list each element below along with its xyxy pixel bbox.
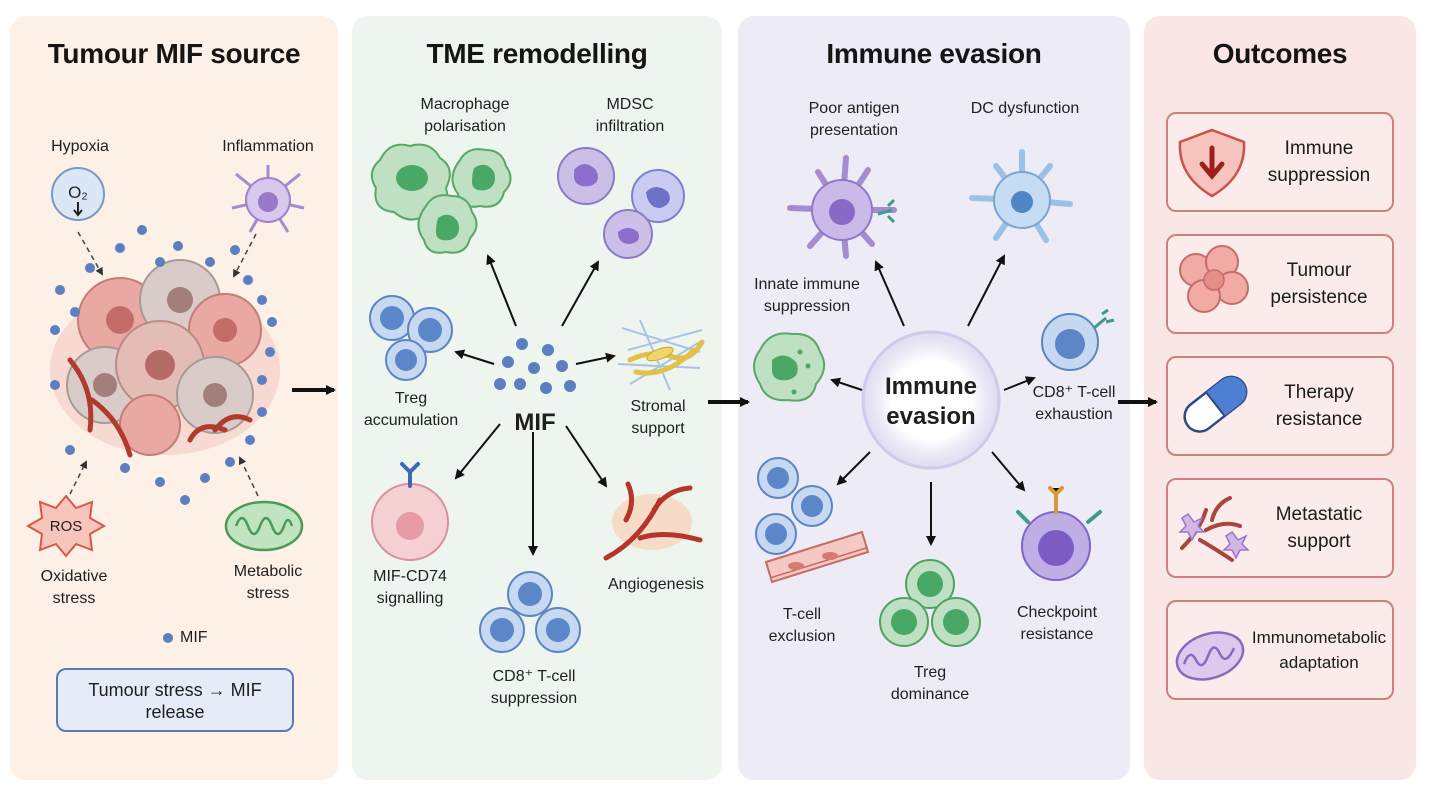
cd8-exhausted-tcell-icon	[1041, 308, 1115, 371]
label-cd8-suppression: CD8⁺ T-cell suppression	[490, 668, 578, 707]
label-angiogenesis: Angiogenesis	[607, 576, 705, 593]
label-poor-antigen-presentation: Poor antigen presentation	[808, 100, 900, 139]
mif-dots	[50, 225, 277, 505]
label-innate-immune-suppression: Innate immune suppression	[754, 276, 860, 315]
o2-icon: O₂	[51, 167, 105, 221]
label-metabolic-stress: Metabolic stress	[233, 563, 303, 602]
evasion-arrows	[830, 254, 1036, 546]
label-inflammation: Inflammation	[222, 138, 314, 155]
label-immune-evasion-center: Immune evasion	[884, 373, 977, 430]
outcome-therapy-resistance: Therapy resistance	[1166, 356, 1394, 456]
cd8-tcells-icon	[479, 571, 581, 653]
outcome-label: Immune suppression	[1267, 138, 1371, 186]
label-hypoxia: Hypoxia	[51, 138, 109, 155]
angiogenesis-vessels-icon	[603, 481, 703, 561]
outcome-immune-suppression: Immune suppression	[1166, 112, 1394, 212]
stress-arrows	[69, 231, 259, 497]
tumour-mass-icon	[50, 259, 280, 458]
label-checkpoint-resistance: Checkpoint resistance	[1016, 604, 1098, 643]
immune-evasion-hub	[861, 330, 1001, 470]
label-ros: ROS	[49, 518, 83, 535]
checkpoint-cell-icon	[1016, 486, 1102, 581]
tumour-stress-box: Tumour stress → MIF release	[56, 668, 294, 732]
inflammatory-cell-icon	[231, 165, 305, 233]
cd74-receptor-cell-icon	[371, 462, 449, 561]
outcome-metastatic-support: Metastatic support	[1166, 478, 1394, 578]
treg-dominance-cells-icon	[879, 559, 981, 647]
label-treg-accumulation: Treg accumulation	[363, 390, 459, 429]
treg-cells-icon	[369, 295, 453, 381]
outcome-immunometabolic-adaptation: Immunometabolic adaptation	[1166, 600, 1394, 700]
macrophage-icon	[370, 143, 512, 254]
panel-title-evasion: Immune evasion	[826, 38, 1042, 69]
outcome-label: Therapy resistance	[1275, 382, 1363, 430]
label-mif-cd74-signalling: MIF-CD74 signalling	[373, 568, 447, 607]
label-stromal-support: Stromal support	[630, 398, 686, 437]
label-t-cell-exclusion: T-cell exclusion	[768, 606, 836, 645]
label-oxidative-stress: Oxidative stress	[40, 568, 108, 607]
panel-title-tme: TME remodelling	[426, 38, 648, 69]
label-mif-center: MIF	[514, 409, 556, 436]
mif-legend-dot	[163, 633, 173, 643]
svg-text:O₂: O₂	[68, 183, 88, 202]
stromal-fibres-icon	[617, 319, 705, 391]
innate-immune-cell-icon	[753, 332, 826, 402]
dendritic-cell-icon	[969, 149, 1073, 243]
legend-mif-label: MIF	[180, 629, 208, 646]
mdsc-icon	[557, 147, 685, 259]
label-treg-dominance: Treg dominance	[890, 664, 970, 703]
label-macrophage-polarisation: Macrophage polarisation	[420, 96, 510, 135]
outcome-tumour-persistence: Tumour persistence	[1166, 234, 1394, 334]
antigen-presenting-cell-icon	[787, 155, 897, 259]
mif-cluster-dots	[494, 338, 576, 394]
ros-burst-icon	[25, 494, 107, 558]
mitochondrion-icon	[224, 500, 304, 552]
panel-tme-remodelling: TME remodelling	[352, 16, 722, 780]
outcome-label: Metastatic support	[1275, 504, 1363, 552]
outcome-label: Immunometabolic adaptation	[1251, 628, 1387, 672]
label-mdsc-infiltration: MDSC infiltration	[595, 96, 665, 135]
panel-title-source: Tumour MIF source	[47, 38, 301, 69]
t-cell-exclusion-icon	[755, 457, 870, 584]
mif-effect-arrows	[454, 254, 616, 556]
panel-title-outcomes: Outcomes	[1212, 38, 1348, 69]
outcome-label: Tumour persistence	[1270, 260, 1368, 308]
label-dc-dysfunction: DC dysfunction	[970, 100, 1080, 117]
label-cd8-exhaustion: CD8⁺ T-cell exhaustion	[1032, 384, 1116, 423]
